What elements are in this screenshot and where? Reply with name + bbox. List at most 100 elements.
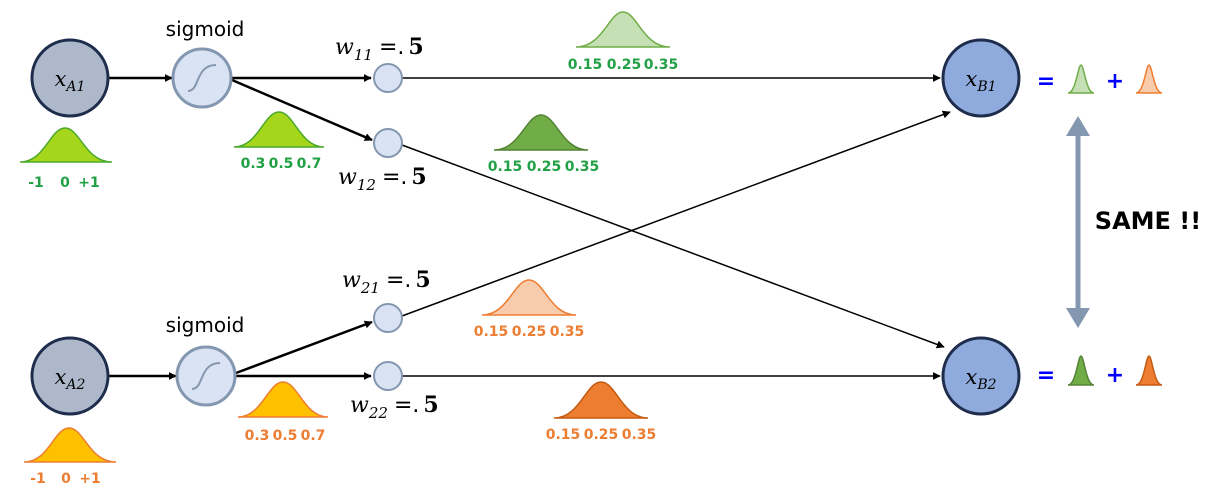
node-circle — [941, 38, 1021, 118]
connections — [108, 74, 951, 380]
tick: 0.5 — [269, 156, 294, 172]
w11-var: w — [335, 35, 354, 60]
svg-text:0.150.250.35: 0.150.250.35 — [568, 57, 679, 73]
node-a2-sub: A2 — [64, 377, 85, 393]
bell-curve-icon — [233, 111, 325, 148]
sigmoid-bottom: sigmoid — [166, 313, 245, 407]
svg-text:0.30.50.7: 0.30.50.7 — [241, 156, 322, 172]
double-arrow-icon — [1066, 116, 1090, 328]
plus-sign: + — [1106, 363, 1124, 388]
svg-text:w22=.5: w22 =.5 — [350, 392, 439, 422]
node-a1-var: x — [55, 67, 67, 91]
edge-sigmoid-w12 — [231, 78, 373, 142]
w12-sub: 12 — [357, 176, 376, 194]
input-node-a2: xA2 — [30, 336, 110, 416]
output-node-b2: xB2 — [941, 336, 1021, 416]
weight-node-w11: w11 =.5 — [335, 34, 424, 93]
sigmoid-top: sigmoid — [166, 17, 245, 109]
node-a1-sub: A1 — [64, 79, 85, 95]
svg-text:w12=.5: w12=.5 — [338, 164, 427, 194]
w11-sub: 11 — [354, 46, 373, 64]
plus-sign: + — [1106, 69, 1124, 94]
w22-var: w — [350, 393, 369, 418]
tick: 0.35 — [550, 324, 585, 340]
svg-text:xA1: xA1 — [55, 67, 86, 95]
bell-curve-icon — [481, 279, 577, 316]
svg-text:0.30.50.7: 0.30.50.7 — [245, 428, 326, 444]
svg-text:xB2: xB2 — [965, 365, 996, 393]
tick: 0.25 — [527, 159, 562, 175]
tick: 0.7 — [301, 428, 326, 444]
w21-var: w — [342, 268, 361, 293]
sigmoid-curve-icon — [187, 64, 217, 92]
svg-text:-10+1: -1 0 +1 — [30, 471, 101, 487]
svg-text:w11=.5: w11 =.5 — [335, 34, 424, 64]
tick: 0.35 — [565, 159, 600, 175]
equals-sign: = — [1037, 363, 1055, 388]
node-b2-var: x — [965, 365, 977, 389]
w11-val: 5 — [408, 34, 423, 60]
weight-node-w22: w22 =.5 — [350, 361, 439, 422]
sigmoid-bottom-label: sigmoid — [166, 313, 245, 337]
tick: 0.5 — [273, 428, 298, 444]
w22-val: 5 — [423, 392, 438, 418]
edge-w21-b1 — [401, 110, 951, 317]
w21-sub: 21 — [360, 279, 380, 297]
tick: 0.35 — [622, 427, 657, 443]
tick: 0.25 — [607, 57, 642, 73]
tick: 0.7 — [297, 156, 322, 172]
bell-curve-icon — [575, 11, 671, 48]
w21-eq: =. — [386, 268, 411, 293]
node-circle — [30, 38, 110, 118]
node-circle — [941, 336, 1021, 416]
output-node-b1: xB1 — [941, 38, 1021, 118]
edge-sigmoid-w21 — [235, 320, 373, 375]
w12-var: w — [338, 165, 357, 190]
tick: 0.35 — [644, 57, 679, 73]
equation-b1: = + — [1037, 64, 1163, 94]
bell-curve-icon — [493, 114, 589, 151]
node-b1-sub: B1 — [976, 79, 996, 95]
tick: 0.15 — [474, 324, 509, 340]
svg-text:0.150.250.35: 0.150.250.35 — [488, 159, 600, 175]
sigmoid-top-label: sigmoid — [166, 17, 245, 41]
tick: -1 — [28, 175, 44, 191]
svg-text:0.150.250.35: 0.150.250.35 — [546, 427, 657, 443]
svg-text:xA2: xA2 — [55, 365, 86, 393]
tick: 0.15 — [568, 57, 603, 73]
tick: 0.25 — [512, 324, 547, 340]
svg-text:xB1: xB1 — [965, 67, 996, 95]
w22-sub: 22 — [368, 404, 388, 422]
w11-eq: =. — [379, 35, 404, 60]
bell-curve-icon — [1067, 355, 1095, 386]
bell-curve-icon — [553, 381, 649, 419]
svg-text:0.150.250.35: 0.150.250.35 — [474, 324, 585, 340]
tick: 0.15 — [546, 427, 581, 443]
dist-input-a2: -1 0 +1 — [23, 427, 117, 487]
bell-curve-icon — [1067, 64, 1095, 94]
bell-curve-icon — [237, 381, 329, 418]
tick: 0.3 — [245, 428, 270, 444]
w22-eq: =. — [394, 393, 419, 418]
tick: +1 — [79, 471, 100, 487]
tick: +1 — [78, 175, 99, 191]
node-b1-var: x — [965, 67, 977, 91]
tick: -1 — [30, 471, 46, 487]
w12-val: 5 — [411, 164, 426, 190]
tick: 0 — [61, 471, 71, 487]
sigmoid-node — [175, 345, 237, 407]
w21-val: 5 — [415, 267, 430, 293]
bell-curve-icon — [1135, 64, 1163, 94]
weight-node-w21: w21 =.5 — [342, 267, 431, 333]
svg-text:w21=.5: w21 =.5 — [342, 267, 431, 297]
equals-sign: = — [1037, 69, 1055, 94]
edge-w12-b2 — [401, 144, 945, 349]
node-circle — [30, 336, 110, 416]
